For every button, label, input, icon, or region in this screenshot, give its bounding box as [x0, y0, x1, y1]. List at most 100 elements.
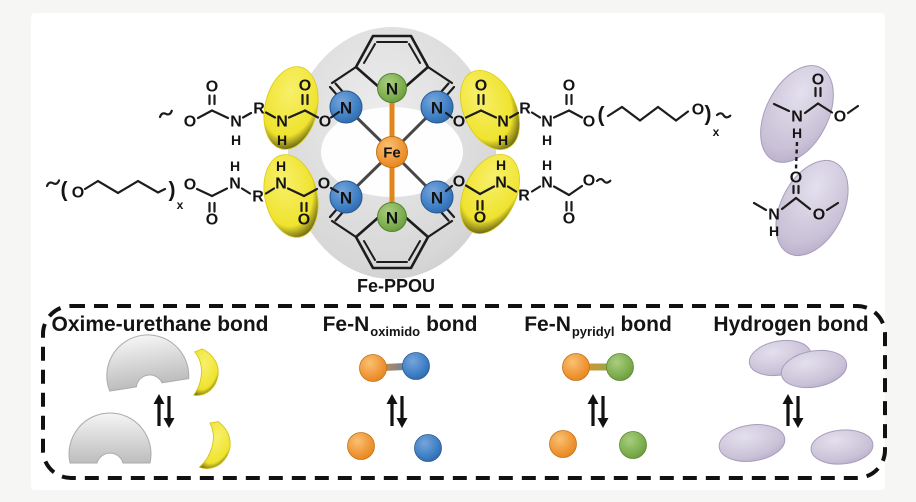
atom-h: H — [230, 158, 240, 174]
oxime-urethane-highlight-top-right — [460, 69, 520, 151]
fe-bead — [359, 354, 387, 382]
legend-item-title: Fe-Npyridyl bond — [524, 313, 672, 339]
atom-o: O — [563, 78, 575, 95]
atom-o: O — [812, 72, 824, 89]
atom-o: O — [583, 114, 595, 131]
fe-bead — [347, 432, 375, 460]
legend-title-prefix: Fe-N — [524, 313, 571, 336]
hydrogen-ellipse — [718, 424, 786, 462]
fe-atom — [376, 136, 408, 168]
atom-r: R — [252, 189, 264, 206]
repeat-subscript: x — [177, 198, 184, 212]
hydrogen-bond-dimer: N H O O O N H O — [752, 65, 860, 257]
legend-item-oxime-urethane: Oxime-urethane bond — [51, 313, 269, 476]
atom-o: O — [184, 177, 196, 194]
atom-o: O — [474, 210, 486, 227]
atom-h: H — [276, 158, 286, 174]
atom-h: H — [231, 132, 241, 148]
atom-n: N — [276, 114, 288, 131]
atom-h: H — [496, 157, 506, 173]
atom-r: R — [253, 101, 265, 118]
oxime-urethane-highlight-top-left — [263, 66, 319, 150]
legend-item-title: Hydrogen bond — [713, 313, 868, 336]
atom-o: O — [184, 114, 196, 131]
atom-o: O — [453, 114, 465, 131]
atom-o: O — [453, 174, 465, 191]
atom-n: N — [386, 209, 398, 228]
atom-o: O — [206, 212, 218, 229]
atom-n: N — [340, 189, 352, 208]
atom-o: O — [298, 212, 310, 229]
atom-h: H — [792, 125, 802, 141]
atom-n: N — [541, 114, 553, 131]
oximido-n-atom — [329, 180, 363, 214]
fe-bead — [549, 430, 577, 458]
bottom-right-chain: O O N H R N H O O — [444, 157, 612, 228]
atom-h: H — [277, 132, 287, 148]
hydrogen-ellipse — [780, 349, 848, 389]
oximido-n-atom — [329, 90, 363, 124]
repeat-bracket: ) — [169, 179, 176, 202]
legend-title-prefix: Fe-N — [323, 313, 370, 336]
atom-r: R — [518, 188, 530, 205]
oximido-n-atom — [420, 180, 454, 214]
atom-n: N — [497, 114, 509, 131]
atom-n: N — [495, 175, 507, 192]
repeat-subscript: x — [713, 125, 720, 139]
atom-o: O — [563, 211, 575, 228]
atom-n: N — [229, 176, 241, 193]
legend-item-title: Fe-Noximido bond — [323, 313, 478, 339]
atom-n: N — [768, 207, 780, 224]
pyridine-ring-top — [354, 34, 430, 90]
atom-h: H — [542, 157, 552, 173]
atom-o: O — [790, 170, 802, 187]
legend-item-fe-n-pyridyl: Fe-Npyridyl bond — [524, 313, 672, 459]
atom-o: O — [813, 207, 825, 224]
legend-box — [41, 304, 887, 480]
pyridyl-n-atom — [377, 73, 407, 103]
atom-h: H — [769, 223, 779, 239]
oxime-urethane-highlight-bottom-right — [460, 153, 520, 235]
repeat-bracket: ( — [598, 104, 605, 127]
bottom-left-chain: ( O ) x O O N H R N H O O — [45, 158, 340, 229]
repeat-bracket: ) — [705, 103, 712, 126]
pyridyl-bead — [619, 431, 647, 459]
legend-item-title: Oxime-urethane bond — [51, 313, 268, 336]
atom-n: N — [431, 99, 443, 118]
atom-fe: Fe — [383, 145, 401, 162]
atom-h: H — [542, 132, 552, 148]
atom-r: R — [519, 101, 531, 118]
atom-o: O — [583, 173, 595, 190]
hydrogen-ellipse — [810, 429, 874, 465]
fe-bead — [562, 353, 590, 381]
pyridyl-bead — [606, 353, 634, 381]
pyridyl-n-atom — [377, 202, 407, 232]
atom-n: N — [275, 176, 287, 193]
legend-title-subscript: pyridyl — [572, 324, 615, 339]
fe-complex: N N N N N N Fe — [263, 27, 520, 279]
legend-title-subscript: oximido — [370, 324, 420, 339]
legend-item-hydrogen-bond: Hydrogen bond — [713, 313, 874, 465]
pyridine-ring-bottom — [354, 214, 430, 270]
atom-o: O — [318, 176, 330, 193]
oximido-bead — [414, 434, 442, 462]
atom-n: N — [541, 175, 553, 192]
repeat-bracket: ( — [61, 179, 68, 202]
legend-title-suffix: bond — [426, 313, 477, 336]
urethane-ellipse — [775, 159, 849, 257]
hydrogen-bond-dashed-line — [794, 141, 799, 170]
atom-n: N — [791, 109, 803, 126]
atom-n: N — [386, 80, 398, 99]
atom-o: O — [299, 78, 311, 95]
atom-o: O — [475, 78, 487, 95]
atom-n: N — [340, 99, 352, 118]
atom-o: O — [72, 185, 84, 202]
atom-o: O — [206, 79, 218, 96]
oximido-n-atom — [420, 90, 454, 124]
atom-o: O — [692, 102, 704, 119]
legend-title-suffix: bond — [620, 313, 671, 336]
oxime-urethane-highlights — [263, 66, 520, 238]
compound-label: Fe-PPOU — [357, 276, 435, 296]
